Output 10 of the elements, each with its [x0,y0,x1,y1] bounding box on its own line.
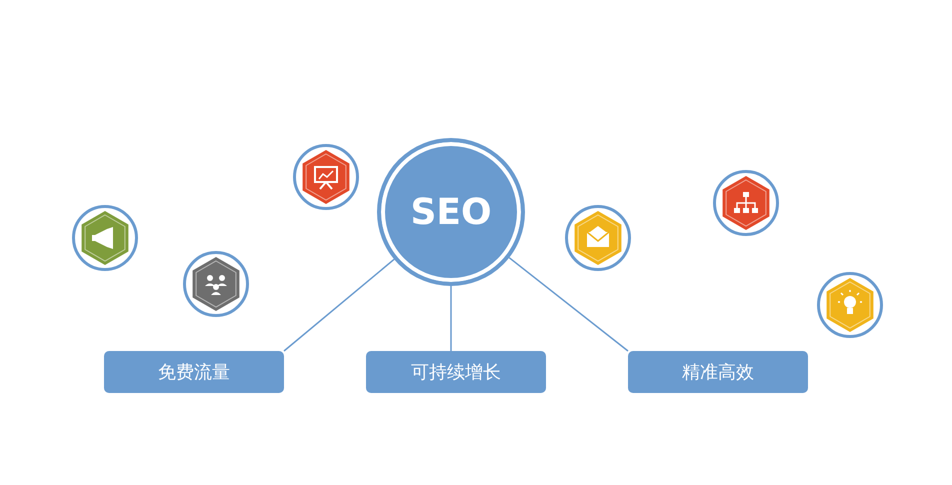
label-text: 免费流量 [158,361,230,384]
connector-line [284,258,395,352]
label-box [628,351,808,393]
connector-line [450,286,452,351]
label-text: SEO [410,192,492,232]
label-box [104,351,284,393]
label-box [366,351,546,393]
label-text: 可持续增长 [411,361,501,384]
connector-line [508,257,628,352]
label-text: 精准高效 [682,361,754,384]
